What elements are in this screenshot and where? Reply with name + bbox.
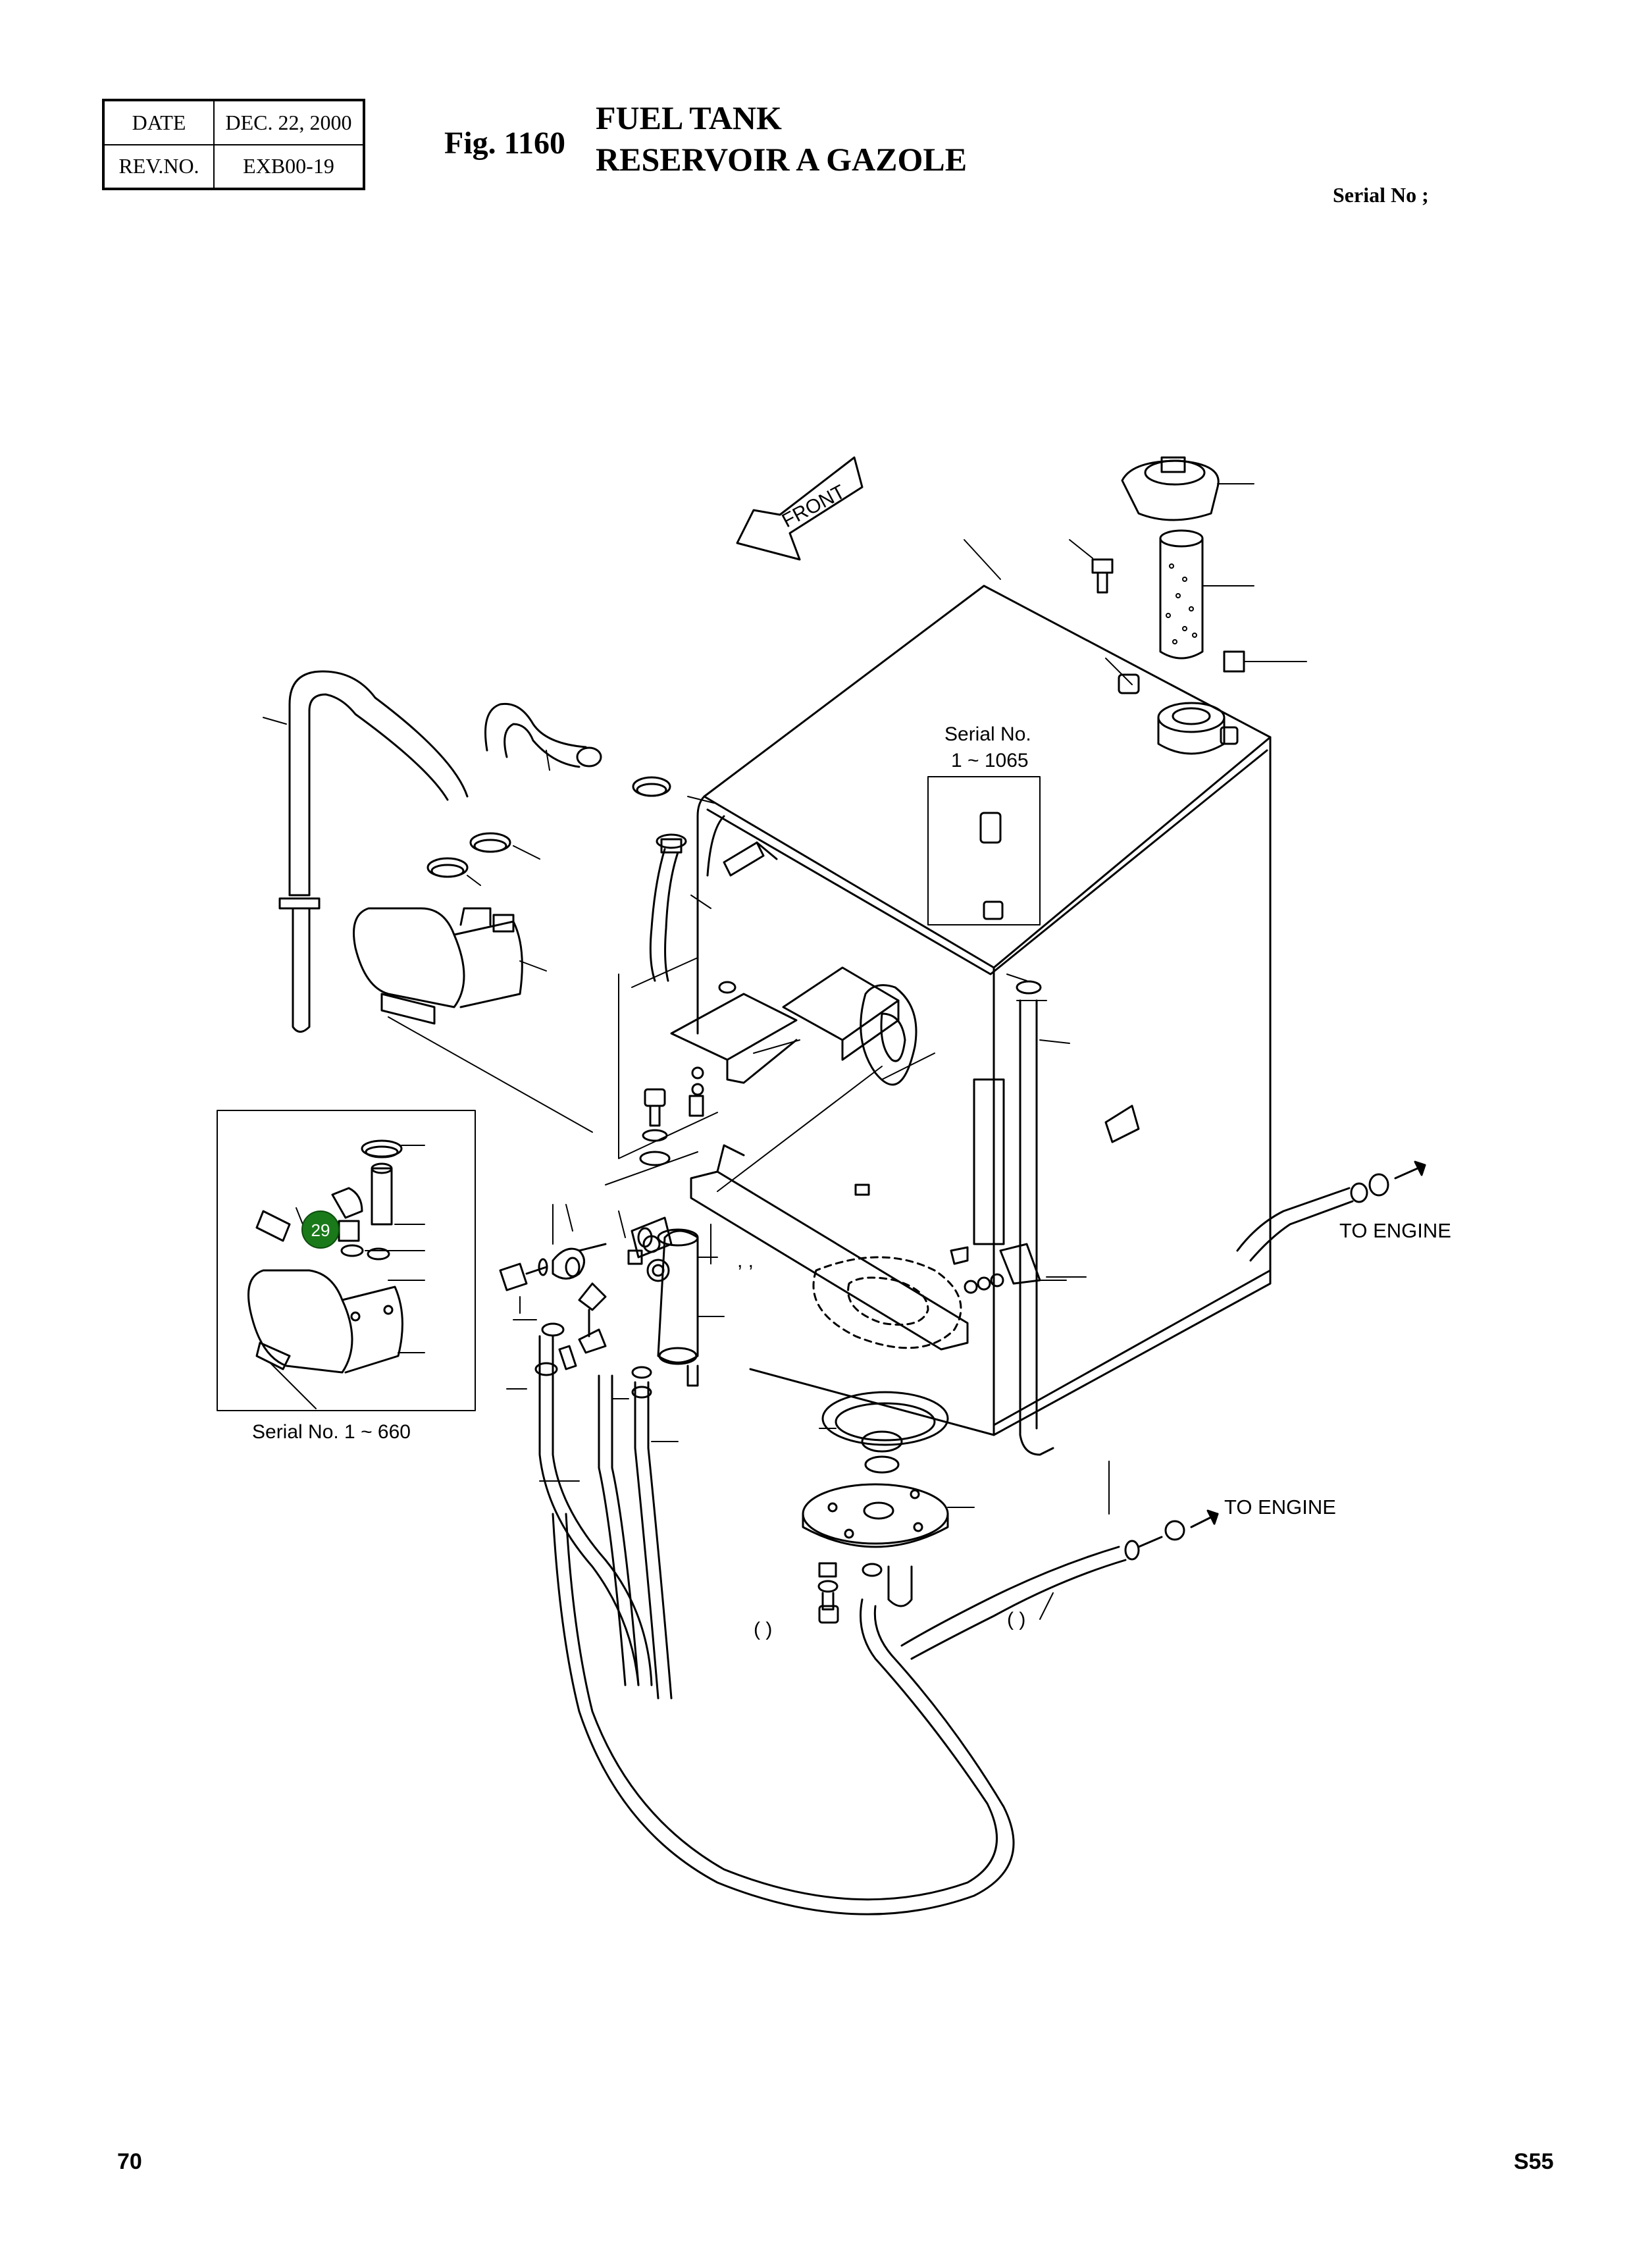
paren-placeholder-right: ( ): [1007, 1609, 1025, 1630]
engine-hose-upper: TO ENGINE: [1236, 1160, 1451, 1262]
callout-29: 29: [301, 1210, 340, 1249]
return-tube-left: [649, 838, 683, 982]
comma-placeholders: , ,: [737, 1250, 754, 1272]
filler-bolt: [1069, 539, 1114, 594]
paren-placeholder-left: ( ): [754, 1619, 772, 1640]
serial-note-upper-line2: 1 ~ 1065: [951, 750, 1029, 771]
figure-number: Fig. 1160: [444, 126, 566, 161]
fuel-tank-body: [696, 585, 1272, 1436]
drain-valve-assembly: [802, 1391, 975, 1624]
lower-hose-routing: TO ENGINE: [552, 1461, 1336, 1915]
strainer-filter: [1159, 529, 1254, 660]
date-label: DATE: [103, 99, 215, 145]
drain-tube-right: [964, 980, 1087, 1456]
tank-plugs: [1118, 650, 1307, 745]
model-code: S55: [1514, 2149, 1554, 2174]
page-number: 70: [117, 2149, 142, 2174]
figure-title-english: FUEL TANK: [596, 99, 782, 136]
callout-number: 29: [311, 1220, 330, 1240]
leader-lines: [605, 539, 1133, 1281]
filler-cap: [1121, 456, 1254, 521]
date-value: DEC. 22, 2000: [213, 99, 365, 145]
rev-value: EXB00-19: [213, 143, 365, 190]
filter-hoses: [506, 1335, 679, 1700]
filler-neck: [1157, 702, 1226, 755]
to-engine-lower-label: TO ENGINE: [1224, 1496, 1336, 1519]
to-engine-upper-label: TO ENGINE: [1339, 1219, 1451, 1242]
figure-title-french: RESERVOIR A GAZOLE: [596, 141, 968, 178]
serial-note-upper-line1: Serial No.: [944, 723, 1031, 745]
front-direction-arrow: FRONT: [736, 456, 864, 561]
banjo-fittings: [499, 1204, 652, 1399]
inset-pump-detail: Serial No. 1 ~ 660: [217, 1110, 476, 1443]
fuel-pump: [353, 907, 593, 1133]
serial-number-label: Serial No ;: [1333, 183, 1429, 207]
mounting-brackets: [670, 966, 969, 1351]
hose-clamps: [426, 776, 687, 886]
fuel-filter-assembly: [627, 1216, 725, 1387]
upper-hoses: [263, 670, 602, 1033]
revision-table: DATE DEC. 22, 2000 REV.NO. EXB00-19: [102, 99, 365, 190]
rev-label: REV.NO.: [103, 143, 215, 190]
bracket-bolts: [639, 841, 969, 1265]
serial-note-inset: Serial No. 1 ~ 660: [252, 1421, 411, 1443]
serial-1065-detail: Serial No. 1 ~ 1065: [927, 723, 1041, 925]
